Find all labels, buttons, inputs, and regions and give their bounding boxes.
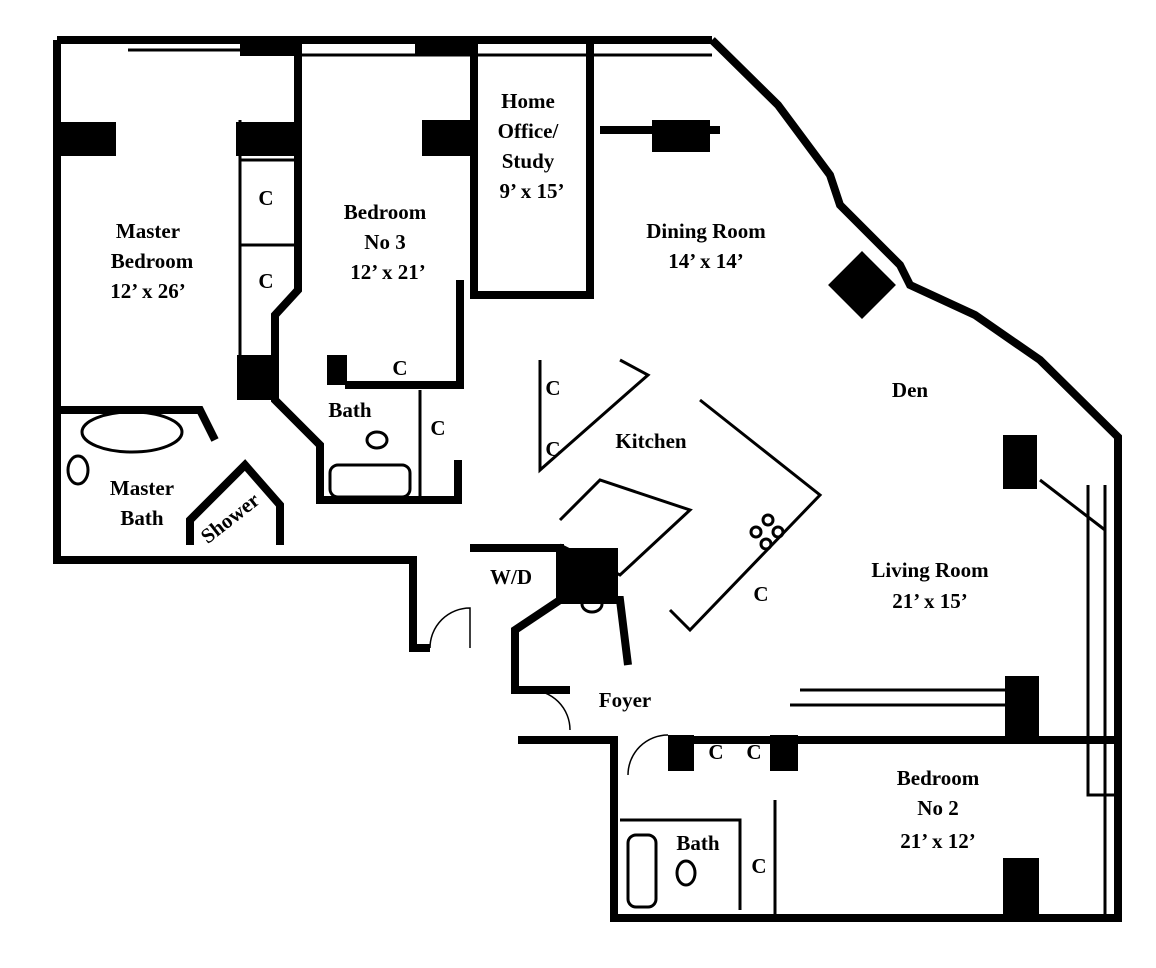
closet-label: C — [708, 740, 723, 764]
master-bath-label: Master — [110, 476, 174, 500]
master-bedroom-label: Master — [116, 219, 180, 243]
room-labels: Home Office/ Study 9’ x 15’ Master Bedro… — [110, 89, 989, 855]
master-bedroom-size: 12’ x 26’ — [110, 279, 185, 303]
closet-labels: C C C C C C C C C C — [258, 186, 768, 878]
closet-label: C — [545, 437, 560, 461]
toilet-icon — [66, 454, 90, 486]
closet-label: C — [258, 269, 273, 293]
wd-label: W/D — [490, 565, 532, 589]
stove-burner-icon — [771, 525, 785, 539]
master-bath-label: Bath — [120, 506, 164, 530]
bathtub-icon — [80, 410, 184, 454]
living-room-label: Living Room — [871, 558, 989, 582]
bedroom2-label: No 2 — [917, 796, 958, 820]
den-label: Den — [892, 378, 928, 402]
fixtures — [66, 410, 785, 909]
interior-walls — [57, 40, 1118, 918]
home-office-size: 9’ x 15’ — [500, 179, 565, 203]
closet-label: C — [430, 416, 445, 440]
kitchen-label: Kitchen — [615, 429, 686, 453]
closet-label: C — [751, 854, 766, 878]
stove-burner-icon — [749, 525, 763, 539]
bedroom2-size: 21’ x 12’ — [900, 829, 975, 853]
toilet-icon — [675, 859, 697, 887]
stove-burner-icon — [761, 513, 775, 527]
exterior-walls — [53, 36, 1122, 922]
closet-label: C — [753, 582, 768, 606]
bedroom3-size: 12’ x 21’ — [350, 260, 425, 284]
structural-columns — [60, 40, 1039, 916]
bath3-label: Bath — [328, 398, 372, 422]
dining-room-size: 14’ x 14’ — [668, 249, 743, 273]
toilet-icon — [365, 430, 389, 450]
closet-label: C — [258, 186, 273, 210]
bedroom2-label: Bedroom — [897, 766, 980, 790]
home-office-label: Office/ — [498, 119, 560, 143]
door-swing — [529, 689, 571, 731]
foyer-label: Foyer — [599, 688, 651, 712]
sink-icon — [580, 594, 604, 614]
stove-burner-icon — [759, 537, 773, 551]
bathtub-icon — [328, 463, 412, 499]
shower-label: Shower — [196, 488, 264, 549]
dining-room-label: Dining Room — [646, 219, 766, 243]
living-room-size: 21’ x 15’ — [892, 589, 967, 613]
closet-label: C — [746, 740, 761, 764]
door-swing — [627, 734, 669, 776]
closet-label: C — [392, 356, 407, 380]
master-bedroom-label: Bedroom — [111, 249, 194, 273]
bath2-label: Bath — [676, 831, 720, 855]
home-office-label: Home — [501, 89, 555, 113]
bedroom3-label: No 3 — [364, 230, 405, 254]
closet-label: C — [545, 376, 560, 400]
home-office-label: Study — [502, 149, 555, 173]
bathtub-icon — [626, 833, 658, 909]
door-swing — [429, 607, 471, 649]
bedroom3-label: Bedroom — [344, 200, 427, 224]
